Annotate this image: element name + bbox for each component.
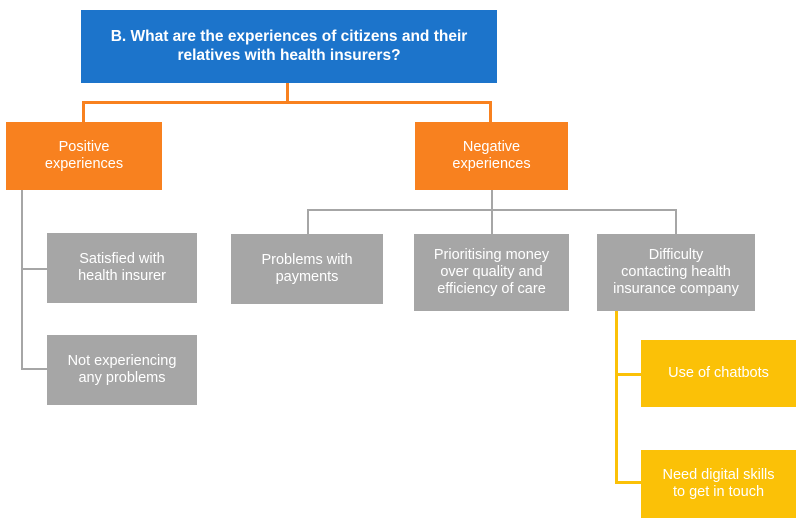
connector-negative-to-prioritising bbox=[491, 209, 493, 234]
connector-difficulty-to-digital-skills bbox=[615, 481, 642, 484]
node-use-of-chatbots[interactable]: Use of chatbots bbox=[641, 340, 796, 407]
node-problems-with-payments[interactable]: Problems with payments bbox=[231, 234, 383, 304]
connector-positive-vertical bbox=[21, 190, 23, 370]
connector-negative-to-payments bbox=[307, 209, 309, 234]
connector-root-to-negative bbox=[489, 101, 492, 123]
node-root-question[interactable]: B. What are the experiences of citizens … bbox=[81, 10, 497, 83]
node-satisfied-with-health-insurer[interactable]: Satisfied with health insurer bbox=[47, 233, 197, 303]
node-negative-experiences[interactable]: Negative experiences bbox=[415, 122, 568, 190]
connector-difficulty-to-chatbots bbox=[615, 373, 642, 376]
connector-negative-to-difficulty bbox=[675, 209, 677, 234]
node-not-experiencing-any-problems[interactable]: Not experiencing any problems bbox=[47, 335, 197, 405]
node-prioritising-money-over-quality[interactable]: Prioritising money over quality and effi… bbox=[414, 234, 569, 311]
node-difficulty-contacting-insurance[interactable]: Difficulty contacting health insurance c… bbox=[597, 234, 755, 311]
connector-root-to-positive bbox=[82, 101, 85, 123]
node-need-digital-skills[interactable]: Need digital skills to get in touch bbox=[641, 450, 796, 518]
connector-positive-to-satisfied bbox=[21, 268, 47, 270]
connector-root-horizontal bbox=[82, 101, 492, 104]
connector-difficulty-vertical bbox=[615, 311, 618, 484]
node-positive-experiences[interactable]: Positive experiences bbox=[6, 122, 162, 190]
connector-positive-to-no-problems bbox=[21, 368, 47, 370]
connector-root-stem bbox=[286, 83, 289, 103]
